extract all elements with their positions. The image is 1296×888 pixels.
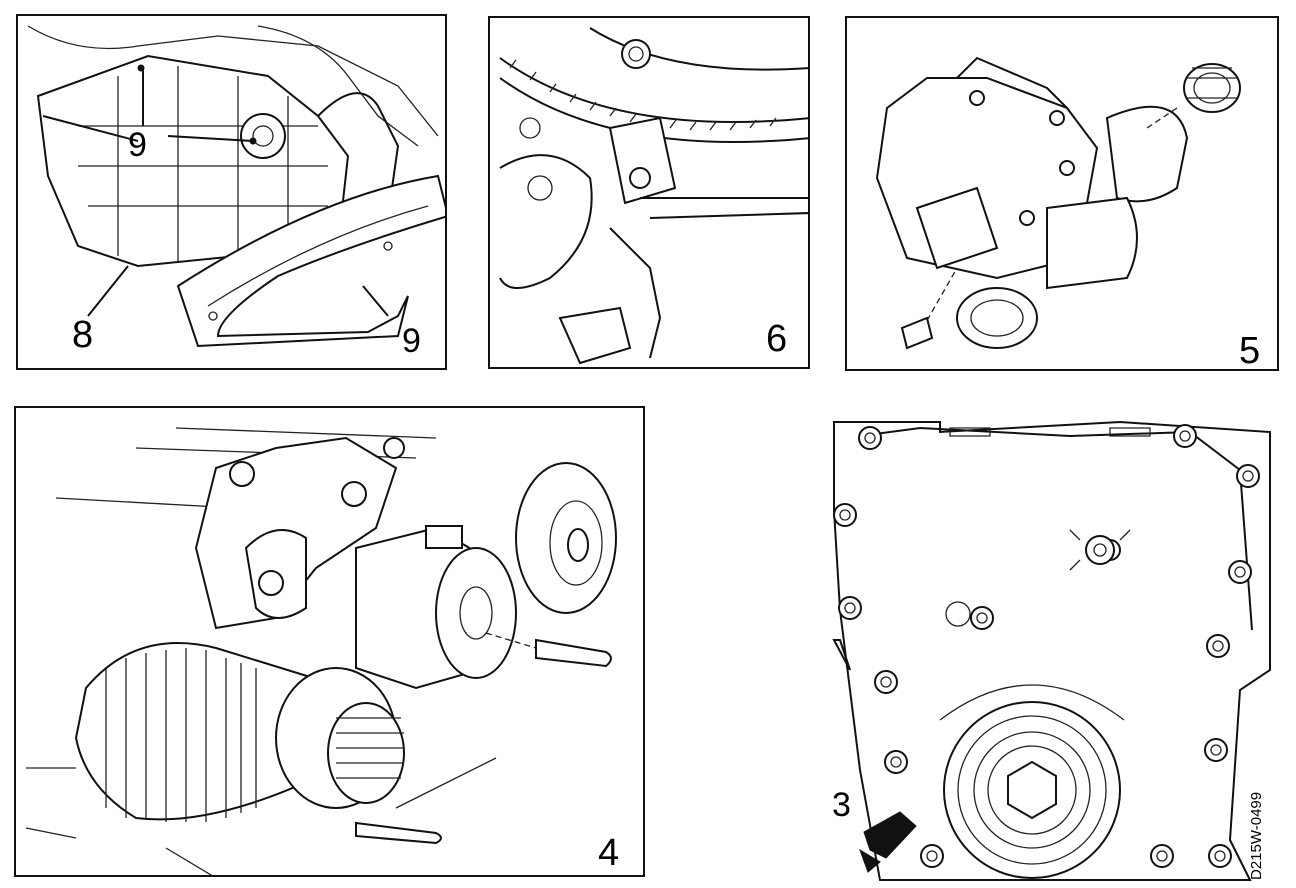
oil-pan-illustration xyxy=(27,25,445,348)
thermostat-housing-illustration xyxy=(875,56,1241,350)
callout-9-top: 9 xyxy=(128,126,147,164)
panel-number-6: 6 xyxy=(766,318,788,360)
callout-9-bottom: 9 xyxy=(402,322,421,360)
panel-number-3: 3 xyxy=(832,786,851,824)
alternator-illustration xyxy=(25,427,617,875)
panel-timing-cover: 3 D215W-0499 xyxy=(820,410,1280,884)
panel-alternator: 4 xyxy=(14,406,645,877)
panel-flywheel-lock: 6 xyxy=(488,16,810,369)
flywheel-lock-illustration xyxy=(499,27,808,365)
figure-code: D215W-0499 xyxy=(1248,791,1265,880)
panel-number-4: 4 xyxy=(598,832,620,874)
panel-number-5: 5 xyxy=(1239,330,1261,371)
panel-oil-pan: 9 9 8 xyxy=(16,14,447,370)
timing-cover-illustration xyxy=(832,420,1271,881)
panel-number-8: 8 xyxy=(72,314,94,356)
panel-thermostat-housing: 5 xyxy=(845,16,1279,371)
